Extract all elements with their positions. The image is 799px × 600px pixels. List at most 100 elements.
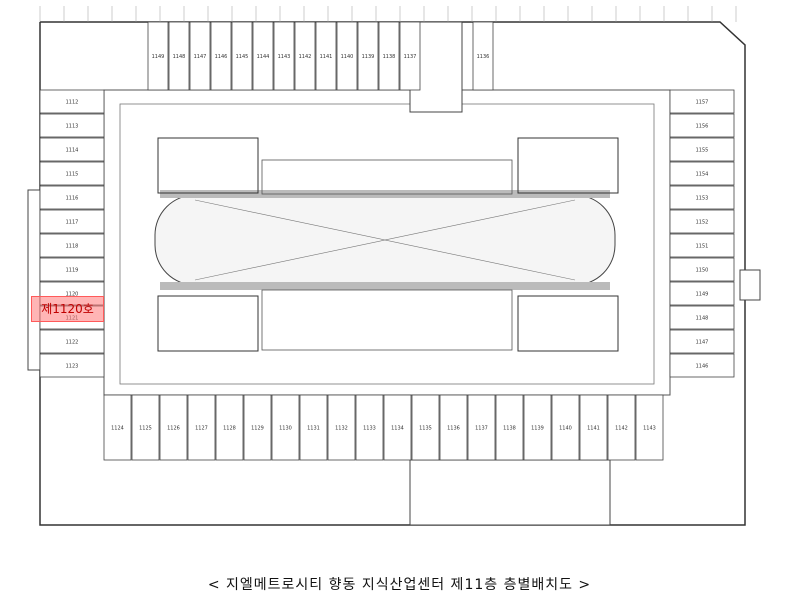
unit-right-1148 [669, 305, 735, 330]
unit-number: 1138 [503, 426, 516, 432]
unit-left-1119 [39, 257, 105, 282]
unit-bottom-1142 [607, 394, 636, 461]
unit-left-1116 [39, 185, 105, 210]
unit-number: 1132 [335, 426, 348, 432]
unit-bottom-1133 [355, 394, 384, 461]
unit-top-1144 [252, 21, 274, 91]
unit-bottom-1125 [131, 394, 160, 461]
unit-number: 1141 [320, 54, 333, 60]
unit-bottom-1127 [187, 394, 216, 461]
unit-top-1137 [399, 21, 421, 91]
unit-number: 1142 [299, 54, 312, 60]
unit-number: 1117 [66, 220, 79, 226]
corridor-inner [119, 103, 655, 385]
unit-number: 1152 [696, 220, 709, 226]
unit-bottom-1132 [327, 394, 356, 461]
unit-top-1146 [210, 21, 232, 91]
unit-number: 1138 [383, 54, 396, 60]
unit-number: 1119 [66, 268, 79, 274]
unit-number: 1142 [615, 426, 628, 432]
core-bottom-left [157, 295, 259, 352]
unit-number: 1141 [587, 426, 600, 432]
core-top-right [517, 137, 619, 194]
unit-number: 1145 [236, 54, 249, 60]
unit-left-1123 [39, 353, 105, 378]
unit-left-1112 [39, 89, 105, 114]
unit-left-1122 [39, 329, 105, 354]
unit-number: 1114 [66, 148, 79, 154]
unit-number: 1149 [696, 292, 709, 298]
unit-number: 1143 [278, 54, 291, 60]
unit-number: 1140 [559, 426, 572, 432]
unit-number: 1139 [362, 54, 375, 60]
unit-bottom-1124 [103, 394, 132, 461]
unit-number: 1140 [341, 54, 354, 60]
unit-bottom-1136 [439, 394, 468, 461]
unit-left-1115 [39, 161, 105, 186]
unit-right-1146 [669, 353, 735, 378]
unit-number: 1137 [475, 426, 488, 432]
unit-number: 1129 [251, 426, 264, 432]
unit-top-1147 [189, 21, 211, 91]
unit-bottom-1130 [271, 394, 300, 461]
unit-cells [39, 6, 737, 461]
unit-bottom-1139 [523, 394, 552, 461]
unit-top-1138 [378, 21, 400, 91]
unit-number: 1123 [66, 364, 79, 370]
core-top-center [261, 159, 513, 195]
right-wing [739, 269, 761, 301]
unit-number: 1147 [696, 340, 709, 346]
unit-number: 1143 [643, 426, 656, 432]
unit-number: 1137 [404, 54, 417, 60]
unit-bottom-1131 [299, 394, 328, 461]
core-bottom-right [517, 295, 619, 352]
unit-top-1143 [273, 21, 295, 91]
unit-number: 1120 [66, 292, 79, 298]
unit-top-1139 [357, 21, 379, 91]
unit-bottom-1126 [159, 394, 188, 461]
unit-top-1141 [315, 21, 337, 91]
unit-number: 1150 [696, 268, 709, 274]
unit-top-1149 [147, 21, 169, 91]
unit-number: 1136 [447, 426, 460, 432]
unit-number: 1115 [66, 172, 79, 178]
unit-bottom-1128 [215, 394, 244, 461]
unit-number: 1146 [696, 364, 709, 370]
unit-number: 1155 [696, 148, 709, 154]
unit-top-1142 [294, 21, 316, 91]
bottom-notch [409, 459, 611, 526]
unit-number: 1126 [167, 426, 180, 432]
unit-number: 1113 [66, 124, 79, 130]
unit-number: 1156 [696, 124, 709, 130]
unit-number: 1118 [66, 244, 79, 250]
unit-number: 1146 [215, 54, 228, 60]
unit-number: 1148 [173, 54, 186, 60]
unit-bottom-1140 [551, 394, 580, 461]
unit-number: 1139 [531, 426, 544, 432]
unit-top-1148 [168, 21, 190, 91]
unit-number: 1122 [66, 340, 79, 346]
unit-bottom-1137 [467, 394, 496, 461]
left-wing [27, 189, 41, 371]
unit-bottom-1138 [495, 394, 524, 461]
unit-left-1118 [39, 233, 105, 258]
unit-number: 1128 [223, 426, 236, 432]
unit-number: 1147 [194, 54, 207, 60]
unit-right-1155 [669, 137, 735, 162]
void-cross-2 [194, 199, 576, 281]
unit-bottom-1134 [383, 394, 412, 461]
unit-right-1147 [669, 329, 735, 354]
unit-right-1153 [669, 185, 735, 210]
unit-bottom-1129 [243, 394, 272, 461]
unit-top-1136 [472, 21, 494, 91]
plan-caption: < 지엘메트로시티 향동 지식산업센터 제11층 층별배치도 > [207, 577, 592, 593]
unit-number: 1149 [152, 54, 165, 60]
unit-number: 1130 [279, 426, 292, 432]
unit-bottom-1141 [579, 394, 608, 461]
unit-right-1151 [669, 233, 735, 258]
unit-number: 1154 [696, 172, 709, 178]
hatch-band-bottom [160, 282, 610, 290]
